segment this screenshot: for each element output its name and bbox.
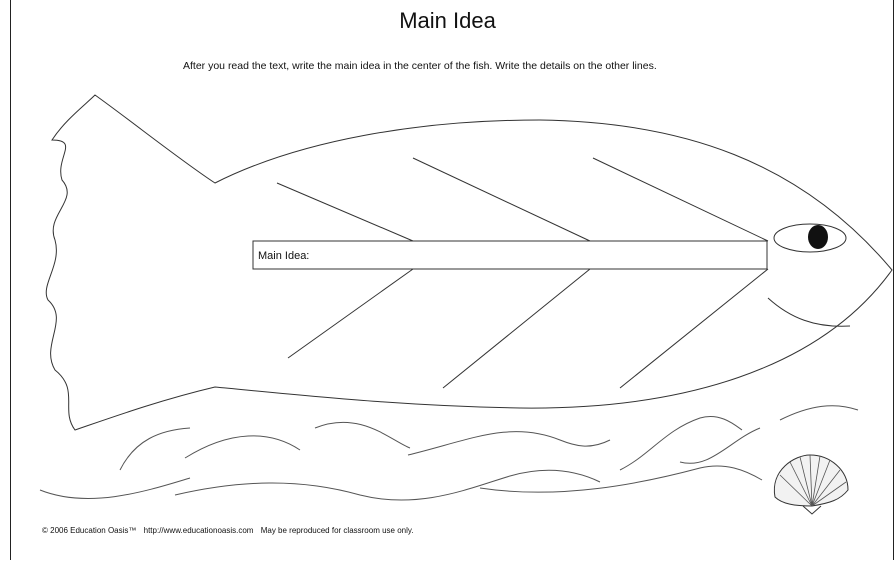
detail-line-lower-3 (620, 269, 768, 388)
wave-3 (315, 422, 410, 448)
wave-2 (185, 436, 300, 458)
fish-mouth (768, 298, 850, 326)
detail-line-upper-1 (277, 183, 413, 241)
wave-7 (780, 406, 858, 420)
footer: © 2006 Education Oasis™ http://www.educa… (42, 526, 419, 535)
fish-eye-icon (808, 225, 828, 249)
detail-line-lower-1 (288, 269, 413, 358)
detail-line-upper-2 (413, 158, 590, 241)
footer-copyright: © 2006 Education Oasis™ (42, 526, 136, 535)
seashell-icon (774, 455, 848, 514)
footer-url: http://www.educationoasis.com (144, 526, 254, 535)
wave-6 (680, 428, 760, 463)
main-idea-label: Main Idea: (258, 250, 309, 262)
detail-line-lower-2 (443, 269, 590, 388)
detail-line-upper-3 (593, 158, 768, 241)
wave-9 (175, 470, 600, 500)
wave-8 (40, 478, 190, 498)
main-idea-box (253, 241, 767, 269)
wave-1 (120, 428, 190, 470)
footer-notice: May be reproduced for classroom use only… (261, 526, 414, 535)
wave-4 (408, 432, 610, 455)
